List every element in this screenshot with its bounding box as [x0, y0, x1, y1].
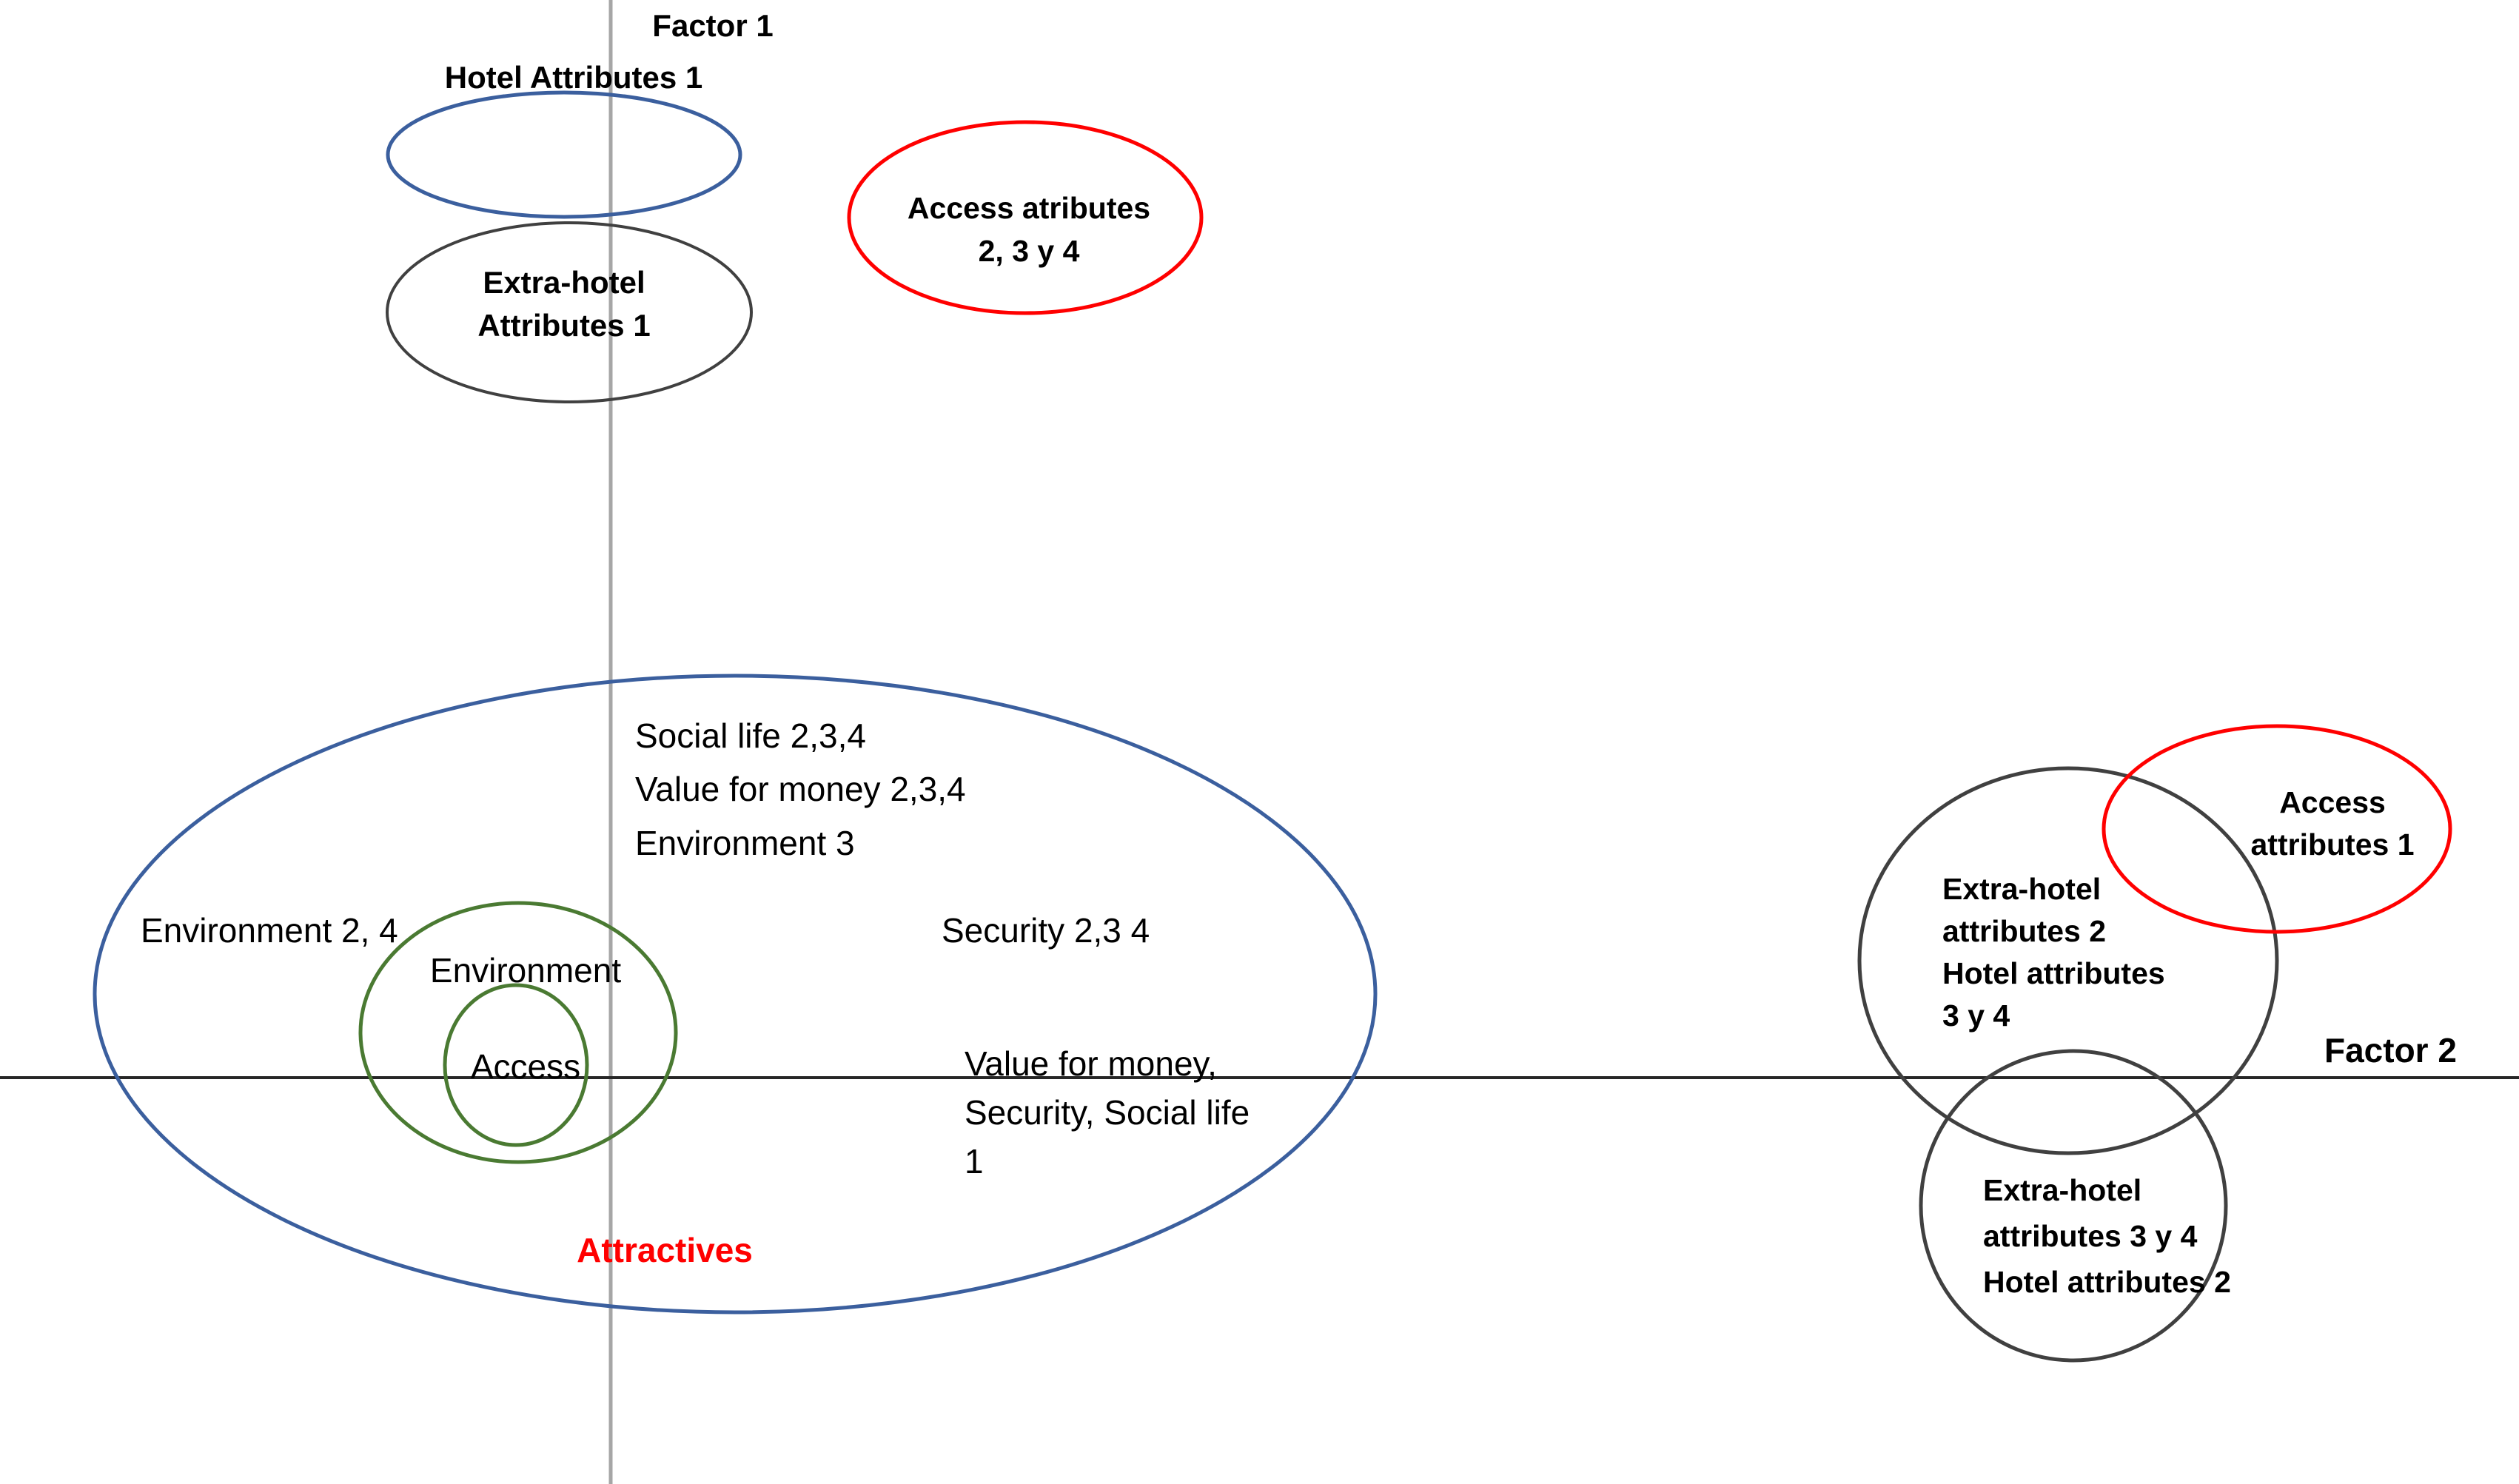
label-value-money-security-social-line1: Value for money,: [965, 1044, 1217, 1083]
ellipse-access-ring[interactable]: [443, 983, 589, 1147]
label-extra-hotel-2-line4: 3 y 4: [1942, 998, 2010, 1033]
label-access-attributes-1-line2: attributes 1: [2250, 827, 2415, 862]
label-extra-hotel-34-line3: Hotel attributes 2: [1983, 1265, 2231, 1299]
label-value-for-money-234: Value for money 2,3,4: [635, 770, 966, 808]
label-attractives: Attractives: [577, 1231, 753, 1269]
label-value-money-security-social-line3: 1: [965, 1142, 984, 1181]
label-security-234: Security 2,3 4: [942, 911, 1150, 950]
ellipse-extra-hotel-attributes-34[interactable]: [1919, 1049, 2228, 1363]
factor-1-axis-label: Factor 1: [652, 8, 774, 43]
label-access-atributes-234-line2: 2, 3 y 4: [978, 234, 1080, 268]
label-extra-hotel-2-line1: Extra-hotel: [1942, 872, 2102, 906]
label-environment-3: Environment 3: [635, 824, 855, 862]
label-extra-hotel-attributes-1-line2: Attributes 1: [477, 308, 651, 343]
label-extra-hotel-2-line2: attributes 2: [1942, 914, 2106, 948]
label-extra-hotel-2-line3: Hotel attributes: [1942, 956, 2165, 990]
label-access-attributes-1-line1: Access: [2279, 785, 2386, 819]
ellipse-access-atributes-234[interactable]: [847, 120, 1204, 315]
label-environment-24: Environment 2, 4: [141, 911, 398, 950]
ellipse-hotel-attributes-1[interactable]: [386, 90, 742, 219]
ellipse-extra-hotel-attributes-2[interactable]: [1857, 766, 2279, 1155]
label-extra-hotel-attributes-1-line1: Extra-hotel: [483, 265, 645, 300]
factor-2-axis-label: Factor 2: [2324, 1031, 2457, 1070]
label-extra-hotel-34-line2: attributes 3 y 4: [1983, 1219, 2198, 1253]
label-environment: Environment: [429, 951, 622, 990]
label-value-money-security-social-line2: Security, Social life: [965, 1093, 1250, 1132]
ellipse-environment-ring[interactable]: [358, 901, 678, 1164]
label-hotel-attributes-1: Hotel Attributes 1: [444, 60, 703, 95]
label-access: Access: [470, 1047, 581, 1086]
ellipse-access-attributes-1[interactable]: [2102, 724, 2452, 934]
ellipse-extra-hotel-attributes-1[interactable]: [386, 221, 753, 403]
label-access-atributes-234-line1: Access atributes: [907, 191, 1151, 225]
label-social-life-234: Social life 2,3,4: [635, 716, 866, 755]
ellipse-attractives-cluster[interactable]: [93, 674, 1378, 1315]
label-extra-hotel-34-line1: Extra-hotel: [1983, 1173, 2142, 1207]
